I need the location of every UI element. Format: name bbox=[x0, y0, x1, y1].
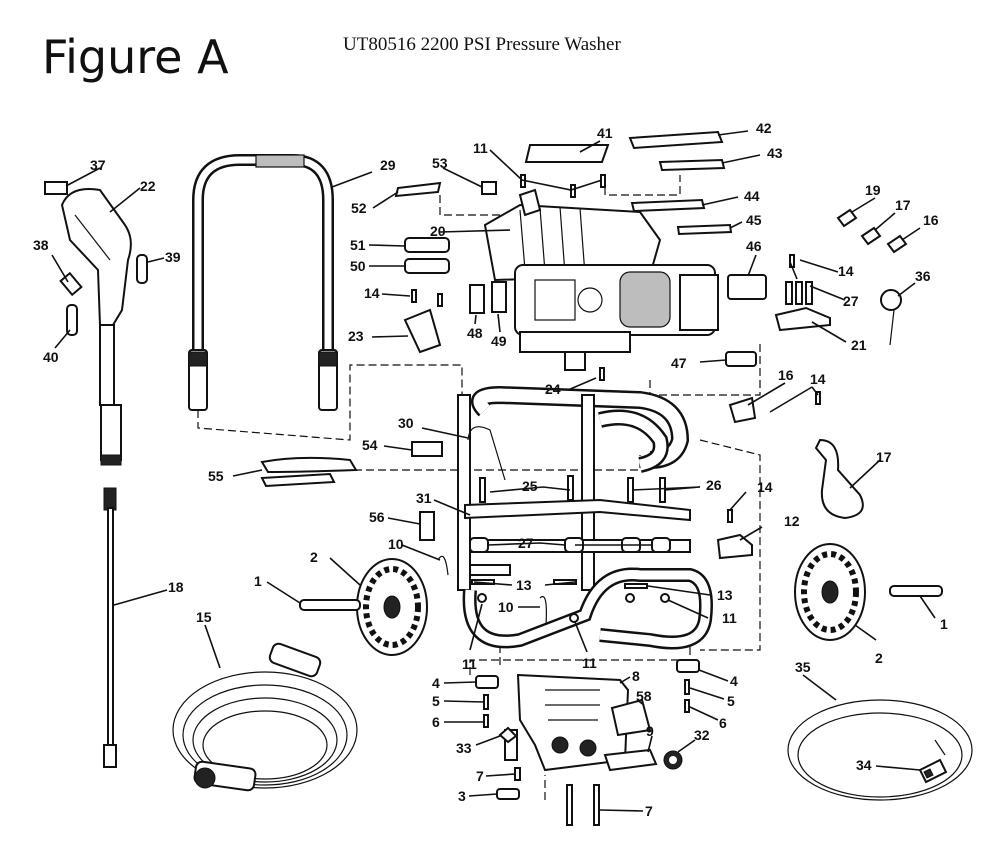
callout-14-c: 14 bbox=[810, 371, 826, 387]
callout-8: 8 bbox=[632, 668, 640, 684]
figure-label: Figure A bbox=[42, 30, 229, 84]
callout-3: 3 bbox=[458, 788, 466, 804]
callout-54: 53 bbox=[432, 155, 448, 171]
callout-numbers: 37 22 38 39 40 18 15 29 53 52 20 51 50 1… bbox=[33, 120, 948, 819]
callout-57: 56 bbox=[369, 509, 385, 525]
callout-25: 23 bbox=[348, 328, 364, 344]
callout-12: 12 bbox=[784, 513, 800, 529]
callout-29: 27 bbox=[843, 293, 859, 309]
callout-47: 46 bbox=[746, 238, 762, 254]
callout-52: 51 bbox=[350, 237, 366, 253]
hose-hook bbox=[728, 396, 757, 424]
callout-32: 31 bbox=[416, 490, 432, 506]
callout-27-b: 26 bbox=[706, 477, 722, 493]
callout-31: 30 bbox=[398, 415, 414, 431]
callout-40: 39 bbox=[165, 249, 181, 265]
decals bbox=[260, 130, 767, 541]
callout-51: 50 bbox=[350, 258, 366, 274]
callout-6-b: 6 bbox=[719, 715, 727, 731]
callout-53: 52 bbox=[351, 200, 367, 216]
callout-48: 47 bbox=[671, 355, 687, 371]
bracket-small bbox=[716, 533, 753, 560]
callout-1-b: 1 bbox=[940, 616, 948, 632]
callout-44: 43 bbox=[767, 145, 783, 161]
callout-11-a: 11 bbox=[473, 140, 488, 156]
bracket bbox=[403, 308, 442, 354]
engine bbox=[483, 188, 719, 371]
callout-58: 58 bbox=[636, 688, 652, 704]
callout-28: 27 bbox=[518, 535, 534, 551]
callout-39: 38 bbox=[33, 237, 49, 253]
frame-hose bbox=[467, 426, 506, 481]
callout-41: 40 bbox=[43, 349, 59, 365]
callout-4-b: 4 bbox=[730, 673, 738, 689]
diagram-title: UT80516 2200 PSI Pressure Washer bbox=[343, 34, 621, 55]
spray-nozzles bbox=[836, 208, 908, 346]
callout-10-a: 10 bbox=[388, 536, 404, 552]
callout-5-b: 5 bbox=[727, 693, 735, 709]
callout-55: 54 bbox=[362, 437, 378, 453]
garden-hose bbox=[787, 699, 973, 801]
callout-20: 17 bbox=[895, 197, 911, 213]
high-pressure-hose bbox=[172, 642, 358, 792]
callout-2-a: 2 bbox=[310, 549, 318, 565]
callout-11-c: 11 bbox=[462, 656, 477, 672]
callout-6-a: 6 bbox=[432, 714, 440, 730]
callout-5-a: 5 bbox=[432, 693, 440, 709]
callout-46: 45 bbox=[746, 212, 762, 228]
callout-14-b: 14 bbox=[838, 263, 854, 279]
callout-21: 19 bbox=[865, 182, 881, 198]
callout-56: 55 bbox=[208, 468, 224, 484]
nozzle-holder bbox=[774, 306, 831, 332]
spray-wand bbox=[103, 487, 117, 768]
callout-35: 34 bbox=[856, 757, 872, 773]
callout-23: 21 bbox=[851, 337, 867, 353]
callout-14-d: 14 bbox=[757, 479, 773, 495]
callout-16: 16 bbox=[778, 367, 794, 383]
callout-18: 18 bbox=[168, 579, 184, 595]
callout-13-a: 13 bbox=[516, 577, 532, 593]
callout-38: 37 bbox=[90, 157, 106, 173]
cord-hook bbox=[814, 438, 864, 520]
callout-42: 41 bbox=[597, 125, 613, 141]
callout-24: 22 bbox=[140, 178, 156, 194]
pump-fittings bbox=[498, 698, 683, 772]
callout-33: 32 bbox=[694, 727, 710, 743]
callout-14-a: 14 bbox=[364, 285, 380, 301]
spray-gun bbox=[44, 181, 148, 466]
callout-17: 17 bbox=[876, 449, 892, 465]
callout-7-b: 7 bbox=[645, 803, 653, 819]
callout-2-b: 2 bbox=[875, 650, 883, 666]
callout-43: 42 bbox=[756, 120, 772, 136]
leader-lines bbox=[51, 130, 936, 812]
callout-1-a: 1 bbox=[254, 573, 262, 589]
callout-13-b: 13 bbox=[717, 587, 733, 603]
callout-11-d: 11 bbox=[582, 655, 597, 671]
callout-27-a: 25 bbox=[522, 478, 538, 494]
callout-4-a: 4 bbox=[432, 675, 440, 691]
wheels bbox=[299, 543, 943, 656]
callout-26: 24 bbox=[545, 381, 561, 397]
callout-9: 9 bbox=[646, 723, 654, 739]
callout-50: 49 bbox=[491, 333, 507, 349]
callout-22: 20 bbox=[430, 223, 446, 239]
cart-frame bbox=[457, 385, 713, 650]
callout-10-b: 10 bbox=[498, 599, 514, 615]
callout-34: 33 bbox=[456, 740, 472, 756]
callout-11-b: 11 bbox=[722, 610, 737, 626]
callout-19: 16 bbox=[923, 212, 939, 228]
callout-37: 36 bbox=[915, 268, 931, 284]
callout-30: 29 bbox=[380, 157, 396, 173]
frame-clips bbox=[469, 537, 671, 553]
callout-7-a: 7 bbox=[476, 768, 484, 784]
pump bbox=[496, 673, 630, 826]
callout-49: 48 bbox=[467, 325, 483, 341]
callout-45: 44 bbox=[744, 188, 760, 204]
callout-36: 35 bbox=[795, 659, 811, 675]
handle-frame bbox=[188, 154, 338, 411]
callout-15: 15 bbox=[196, 609, 212, 625]
